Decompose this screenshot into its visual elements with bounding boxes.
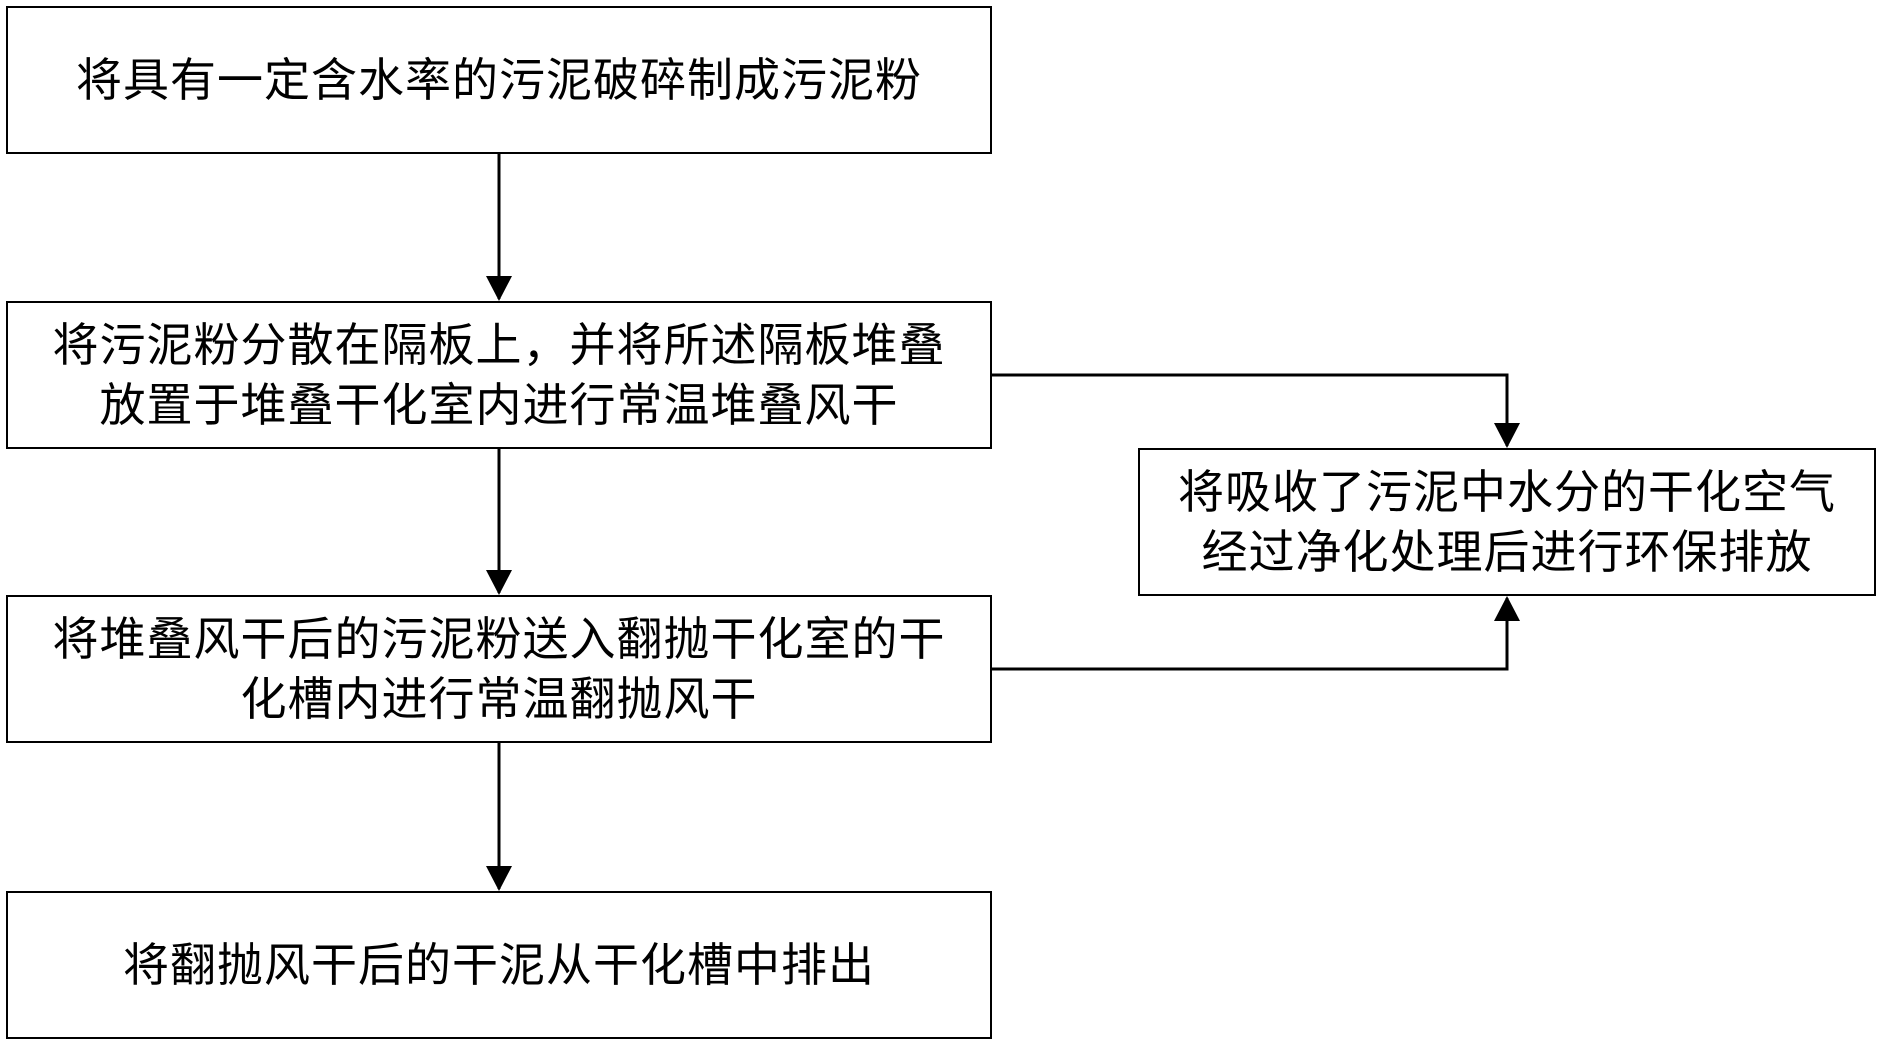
arrow-step3-to-side-box — [992, 598, 1509, 671]
step-2-stack-air-dry-box: 将污泥粉分散在隔板上，并将所述隔板堆叠 放置于堆叠干化室内进行常温堆叠风干 — [6, 301, 992, 449]
step-2-line-1: 将污泥粉分散在隔板上，并将所述隔板堆叠 — [52, 318, 946, 372]
step-3-line-1: 将堆叠风干后的污泥粉送入翻抛干化室的干 — [52, 612, 946, 666]
side-step-line-1: 将吸收了污泥中水分的干化空气 — [1178, 465, 1836, 519]
step-1-crush-sludge-box: 将具有一定含水率的污泥破碎制成污泥粉 — [6, 6, 992, 154]
step-4-line-1: 将翻抛风干后的干泥从干化槽中排出 — [123, 938, 875, 992]
side-step-line-2: 经过净化处理后进行环保排放 — [1201, 525, 1813, 579]
arrowhead-step1-to-step2 — [486, 276, 512, 301]
step-4-discharge-dry-sludge-box: 将翻抛风干后的干泥从干化槽中排出 — [6, 891, 992, 1039]
side-step-exhaust-treatment-box: 将吸收了污泥中水分的干化空气 经过净化处理后进行环保排放 — [1138, 448, 1876, 596]
arrow-step2-to-side-box — [992, 373, 1509, 446]
arrowhead-step3-to-step4 — [486, 866, 512, 891]
arrowhead-step3-to-side-box — [1494, 596, 1520, 621]
step-3-line-2: 化槽内进行常温翻抛风干 — [240, 672, 758, 726]
arrowhead-step2-to-side-box — [1494, 423, 1520, 448]
step-2-line-2: 放置于堆叠干化室内进行常温堆叠风干 — [99, 378, 899, 432]
step-1-line-1: 将具有一定含水率的污泥破碎制成污泥粉 — [76, 53, 922, 107]
arrowhead-step2-to-step3 — [486, 570, 512, 595]
step-3-turning-air-dry-box: 将堆叠风干后的污泥粉送入翻抛干化室的干 化槽内进行常温翻抛风干 — [6, 595, 992, 743]
